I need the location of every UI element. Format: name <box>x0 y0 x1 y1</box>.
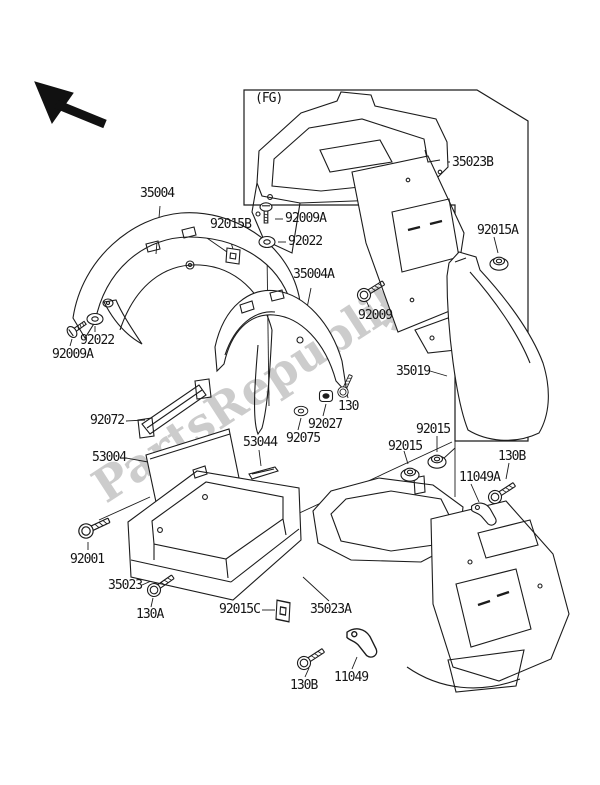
part-35023-drawing <box>127 465 302 601</box>
part-label-53004: 53004 <box>92 450 127 465</box>
part-label-130: 130 <box>338 399 360 414</box>
part-label-92009: 92009 <box>358 308 393 323</box>
washer-icon-92075 <box>293 405 309 417</box>
part-label-92015c: 92015C <box>219 602 261 617</box>
bolt-icon-130b-lower <box>294 644 328 673</box>
part-35023a-drawing <box>312 475 570 693</box>
part-label-92015b: 92015B <box>210 217 252 232</box>
bolt-icon-92001 <box>75 513 113 542</box>
grommet-icon-92027 <box>318 389 334 403</box>
inset-tag: (FG) <box>255 91 283 106</box>
clip-nut-icon-92015b <box>225 247 241 265</box>
nut-icon-92015a <box>489 256 509 271</box>
washer-icon-92022-top <box>258 235 276 249</box>
part-label-11049: 11049 <box>334 670 369 685</box>
part-label-35004a: 35004A <box>293 267 335 282</box>
part-label-92075: 92075 <box>286 431 321 446</box>
part-label-92072: 92072 <box>90 413 125 428</box>
part-35023b-drawing <box>251 91 469 354</box>
part-label-92015-right: 92015 <box>416 422 451 437</box>
nut-icon-92015-left <box>400 467 420 482</box>
part-label-35004: 35004 <box>140 186 175 201</box>
part-label-92015-left: 92015 <box>388 439 423 454</box>
part-label-92009a-left: 92009A <box>52 347 94 362</box>
part-label-35023: 35023 <box>108 578 143 593</box>
direction-arrow-icon <box>34 81 107 129</box>
clip-icon-92015c <box>275 599 291 623</box>
part-label-35023a: 35023A <box>310 602 352 617</box>
part-label-53044: 53044 <box>243 435 278 450</box>
part-label-92022-left: 92022 <box>80 333 115 348</box>
part-label-92001: 92001 <box>70 552 105 567</box>
part-53044-drawing <box>248 466 279 480</box>
part-label-92015a: 92015A <box>477 223 519 238</box>
part-label-92027: 92027 <box>308 417 343 432</box>
part-35019-drawing <box>446 251 549 441</box>
bracket-icon-11049 <box>341 625 382 660</box>
part-92072-drawing <box>137 378 212 439</box>
part-label-130b-lower: 130B <box>290 678 318 693</box>
inset-box <box>243 89 529 442</box>
screw-icon-92009a-top <box>259 202 273 224</box>
part-label-92022-top: 92022 <box>288 234 323 249</box>
part-label-35019: 35019 <box>396 364 431 379</box>
part-label-130a: 130A <box>136 607 164 622</box>
part-label-35023b: 35023B <box>452 155 494 170</box>
part-label-92009a-top: 92009A <box>285 211 327 226</box>
part-label-130b-upper: 130B <box>498 449 526 464</box>
part-label-11049a: 11049A <box>459 470 501 485</box>
nut-icon-92015-right <box>427 454 447 469</box>
washer-icon-92022-left <box>86 312 104 326</box>
